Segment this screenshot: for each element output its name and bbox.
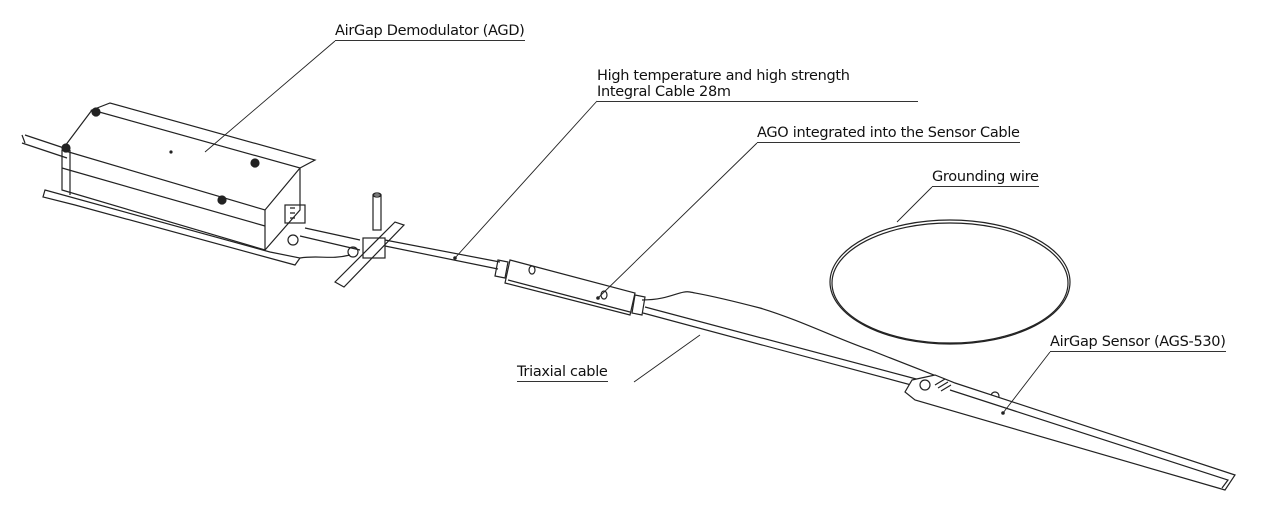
label-triaxial-cable: Triaxial cable: [517, 364, 608, 382]
label-cable-line1: High temperature and high strength: [597, 68, 850, 84]
label-airgap-sensor: AirGap Sensor (AGS-530): [1050, 334, 1226, 352]
agd-box: [42, 102, 317, 266]
label-agd: AirGap Demodulator (AGD): [335, 23, 525, 41]
label-grounding-wire: Grounding wire: [932, 169, 1039, 187]
grounding-wire: [641, 219, 1071, 401]
ago-module: [494, 259, 646, 316]
label-cable-line2: Integral Cable 28m: [597, 84, 918, 102]
label-ago: AGO integrated into the Sensor Cable: [757, 125, 1020, 143]
integral-cable: [384, 239, 501, 270]
triaxial-cable: [642, 306, 921, 387]
leader-lines: [204, 40, 1051, 414]
cable-clamp: [287, 192, 406, 288]
airgap-sensor: [904, 374, 1236, 491]
